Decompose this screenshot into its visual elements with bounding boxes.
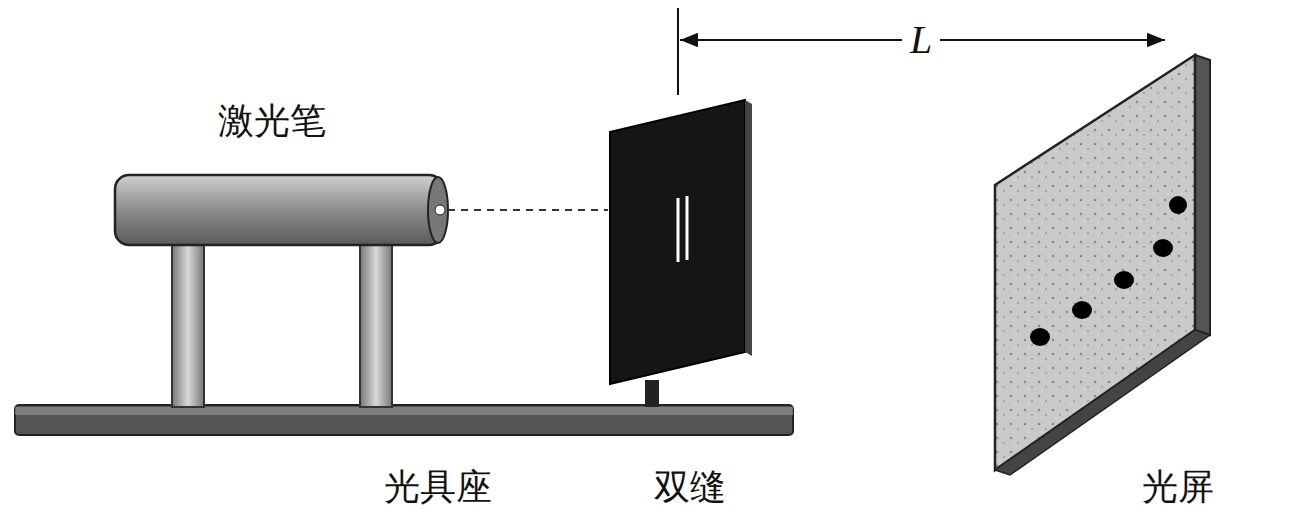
laser-leg <box>360 243 392 407</box>
dimension-tick <box>677 8 679 95</box>
laser-pen <box>115 175 443 245</box>
laser-leg <box>172 243 204 407</box>
optical-bench <box>15 405 793 435</box>
double-slit <box>610 100 745 384</box>
laser-beam <box>448 209 608 211</box>
slit-post <box>645 380 659 407</box>
part-name: 双缝 <box>654 468 726 508</box>
part-name: 光屏 <box>1142 468 1214 508</box>
part-name: 光具座 <box>384 468 492 508</box>
dimension-label: L <box>902 18 940 62</box>
interference-spots <box>1030 196 1187 346</box>
part-name: 激光笔 <box>218 102 326 142</box>
